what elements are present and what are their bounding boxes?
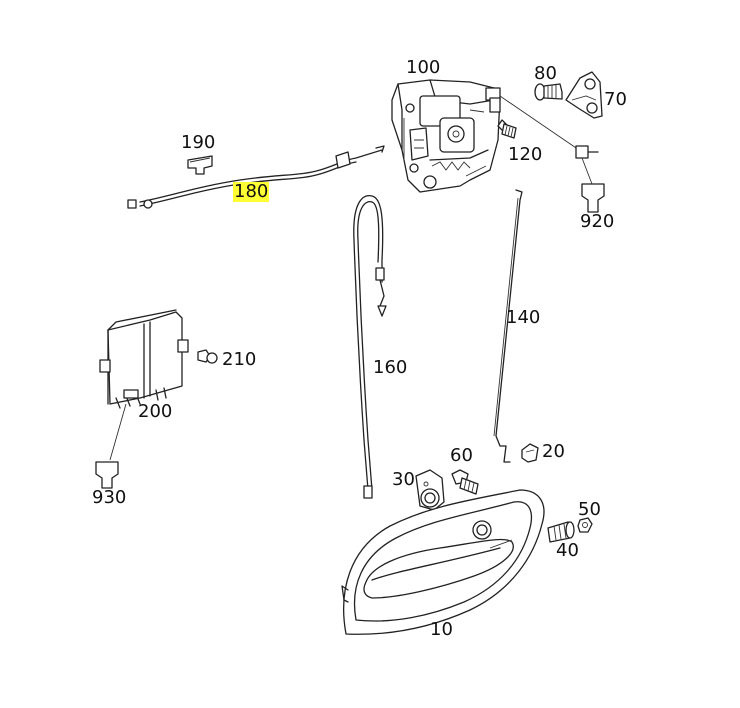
door-handle-drawing[interactable] <box>341 489 545 635</box>
label-50[interactable]: 50 <box>578 499 601 520</box>
connector-lock-drawing[interactable] <box>499 95 605 213</box>
label-70[interactable]: 70 <box>604 89 627 110</box>
door-lock-drawing[interactable] <box>391 79 501 193</box>
connector-module-drawing[interactable] <box>95 403 127 489</box>
label-190[interactable]: 190 <box>181 132 216 153</box>
label-60[interactable]: 60 <box>450 445 473 466</box>
label-930[interactable]: 930 <box>92 487 127 508</box>
bowden-cable-drawing[interactable] <box>127 145 385 209</box>
cable-clip-drawing[interactable] <box>187 155 213 175</box>
label-920[interactable]: 920 <box>580 211 615 232</box>
label-20[interactable]: 20 <box>542 441 565 462</box>
label-120[interactable]: 120 <box>508 144 543 165</box>
label-100[interactable]: 100 <box>406 57 441 78</box>
lock-rod-drawing[interactable] <box>493 189 523 463</box>
lock-cylinder-drawing[interactable] <box>415 469 445 511</box>
label-10[interactable]: 10 <box>430 619 453 640</box>
striker-plate-drawing[interactable] <box>565 71 603 119</box>
label-210[interactable]: 210 <box>222 349 257 370</box>
inner-release-cable-drawing[interactable] <box>353 195 387 499</box>
module-clip-drawing[interactable] <box>197 349 218 364</box>
screw-drawing[interactable] <box>547 521 575 543</box>
nut-drawing[interactable] <box>577 517 593 533</box>
label-30[interactable]: 30 <box>392 469 415 490</box>
label-80[interactable]: 80 <box>534 63 557 84</box>
striker-bolt-drawing[interactable] <box>534 83 563 101</box>
label-200[interactable]: 200 <box>138 401 173 422</box>
label-140[interactable]: 140 <box>506 307 541 328</box>
lock-screw-drawing[interactable] <box>497 119 517 139</box>
handle-bolt-drawing[interactable] <box>451 469 479 495</box>
label-160[interactable]: 160 <box>373 357 408 378</box>
label-180-highlighted[interactable]: 180 <box>233 181 270 202</box>
label-40[interactable]: 40 <box>556 540 579 561</box>
rod-clip-drawing[interactable] <box>521 443 539 463</box>
control-module-drawing[interactable] <box>99 309 189 409</box>
